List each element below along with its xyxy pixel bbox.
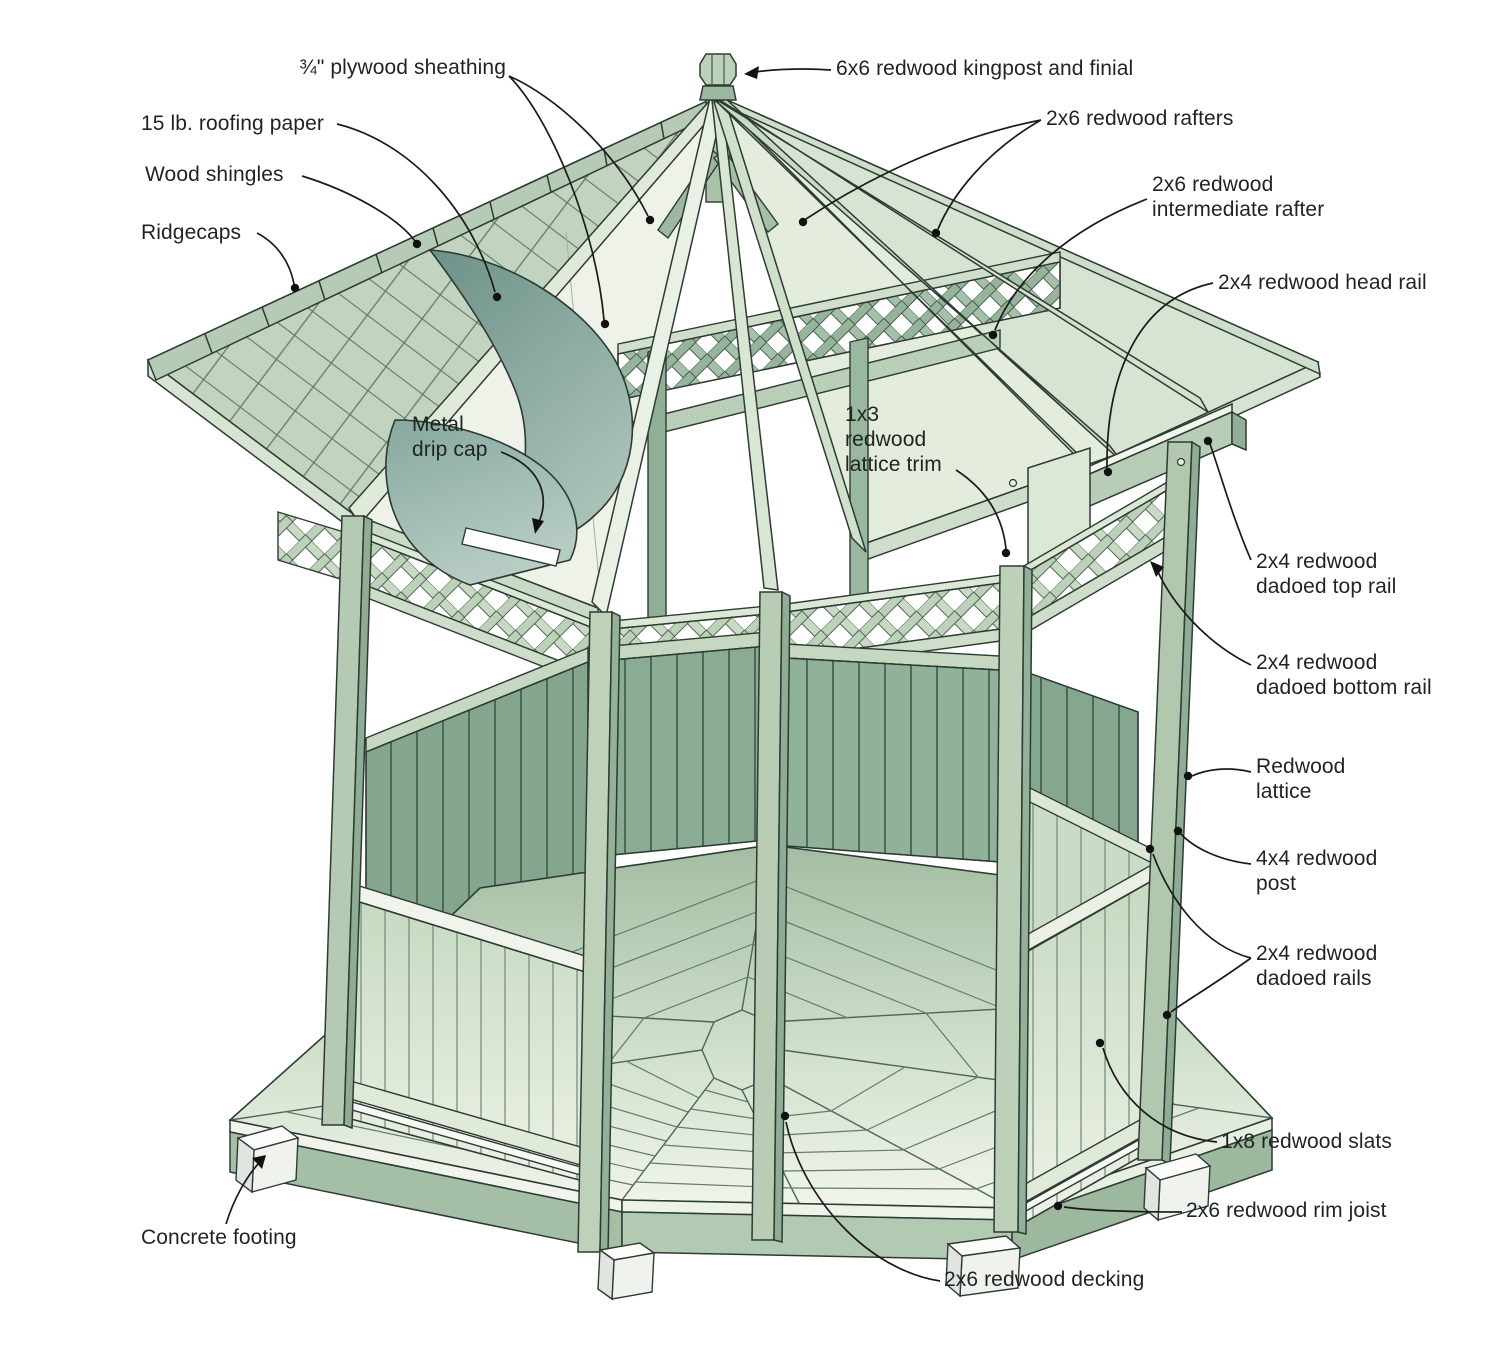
label-roofing-paper: 15 lb. roofing paper: [141, 112, 324, 135]
label-ridgecaps: Ridgecaps: [141, 221, 242, 244]
roofing-paper: [385, 249, 634, 586]
intermediate-rafter-2: [716, 99, 1209, 413]
label-top-rail: 2x4 redwood dadoed top rail: [1256, 550, 1397, 598]
label-intermediate-rafter: 2x6 redwood intermediate rafter: [1152, 173, 1325, 221]
post-right: [1137, 440, 1201, 1166]
label-footing: Concrete footing: [141, 1226, 297, 1249]
leader-lines: [225, 66, 1252, 1282]
label-dadoed-rails: 2x4 redwood dadoed rails: [1256, 942, 1378, 990]
right-railing-wall: [1013, 778, 1165, 1227]
label-lattice: Redwood lattice: [1256, 755, 1346, 803]
post-center: [751, 590, 791, 1243]
concrete-footings: [235, 1125, 1212, 1301]
footing-right: [1143, 1153, 1212, 1222]
finial: [699, 53, 737, 101]
footing-front-left: [597, 1242, 656, 1301]
post-center-right: [993, 478, 1033, 1235]
post-left: [321, 514, 373, 1130]
label-post: 4x4 redwood post: [1256, 847, 1378, 895]
label-lattice-trim: 1x3 redwood lattice trim: [845, 403, 942, 476]
label-rafters: 2x6 redwood rafters: [1046, 107, 1234, 130]
label-plywood-sheathing: ¾" plywood sheathing: [299, 56, 506, 79]
label-decking: 2x6 redwood decking: [944, 1268, 1145, 1291]
label-rim-joist: 2x6 redwood rim joist: [1186, 1199, 1387, 1222]
label-slats: 1x8 redwood slats: [1221, 1130, 1392, 1153]
roof: [146, 93, 1321, 626]
label-metal-drip-cap: Metal drip cap: [412, 413, 488, 461]
footing-left: [235, 1125, 300, 1194]
wall-back-left: [611, 631, 769, 856]
wall-back-right: [785, 643, 1001, 863]
label-head-rail: 2x4 redwood head rail: [1218, 271, 1427, 294]
metal-drip-cap: [461, 527, 561, 567]
footing-front-right: [945, 1235, 1022, 1298]
label-wood-shingles: Wood shingles: [145, 163, 284, 186]
label-kingpost: 6x6 redwood kingpost and finial: [836, 57, 1134, 80]
label-bottom-rail: 2x4 redwood dadoed bottom rail: [1256, 651, 1432, 699]
